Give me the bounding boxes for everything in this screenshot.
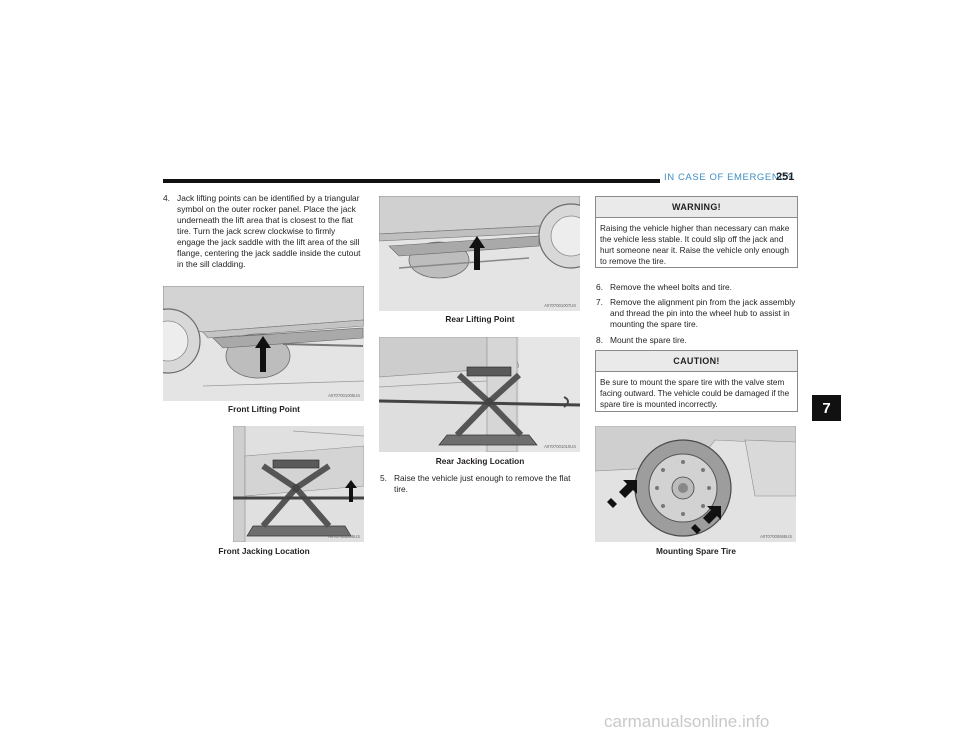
step-number: 7.: [596, 297, 603, 307]
caption-front-lifting-point: Front Lifting Point: [228, 404, 300, 414]
page-number: 251: [776, 171, 795, 183]
caption-mounting-spare-tire: Mounting Spare Tire: [655, 546, 737, 556]
warning-title: WARNING!: [596, 197, 797, 218]
figure-code: A0707000668US: [760, 534, 792, 539]
step-number: 5.: [380, 473, 387, 483]
step-text: Raise the vehicle just enough to remove …: [394, 473, 571, 494]
caption-front-jacking-location: Front Jacking Location: [218, 546, 310, 556]
front-jacking-illustration: [233, 426, 364, 542]
caption-rear-jacking-location: Rear Jacking Location: [435, 456, 525, 466]
chapter-tab: 7: [812, 395, 841, 421]
figure-rear-jacking-location: A0707001010US: [379, 337, 580, 452]
front-lifting-illustration: [163, 286, 364, 401]
rear-lifting-illustration: [379, 196, 580, 311]
step-text: Remove the alignment pin from the jack a…: [610, 297, 796, 329]
caution-title: CAUTION!: [596, 351, 797, 372]
warning-text: Raising the vehicle higher than necessar…: [600, 224, 790, 266]
caption-rear-lifting-point: Rear Lifting Point: [445, 314, 515, 324]
caution-text: Be sure to mount the spare tire with the…: [600, 378, 790, 409]
figure-code: A0707001007US: [544, 303, 576, 308]
figure-code: A0707001005US: [328, 393, 360, 398]
watermark: carmanualsonline.info: [604, 712, 770, 731]
figure-rear-lifting-point: A0707001007US: [379, 196, 580, 311]
step-number: 4.: [163, 193, 170, 203]
step-text: Remove the wheel bolts and tire.: [610, 282, 732, 292]
figure-mounting-spare-tire: A0707000668US: [595, 426, 796, 542]
step-number: 8.: [596, 335, 603, 345]
step-text: Jack lifting points can be identified by…: [177, 193, 361, 269]
figure-front-lifting-point: A0707001005US: [163, 286, 364, 401]
figure-front-jacking-location: A0707001009US: [233, 426, 364, 542]
figure-code: A0707001009US: [328, 534, 360, 539]
caution-box: CAUTION! Be sure to mount the spare tire…: [595, 350, 798, 412]
step-number: 6.: [596, 282, 603, 292]
warning-box: WARNING! Raising the vehicle higher than…: [595, 196, 798, 268]
figure-code: A0707001010US: [544, 444, 576, 449]
header-rule: [163, 179, 660, 183]
step-text: Mount the spare tire.: [610, 335, 687, 345]
header-section-title: IN CASE OF EMERGENCY: [664, 172, 794, 183]
spare-tire-illustration: [595, 426, 796, 542]
rear-jacking-illustration: [379, 337, 580, 452]
